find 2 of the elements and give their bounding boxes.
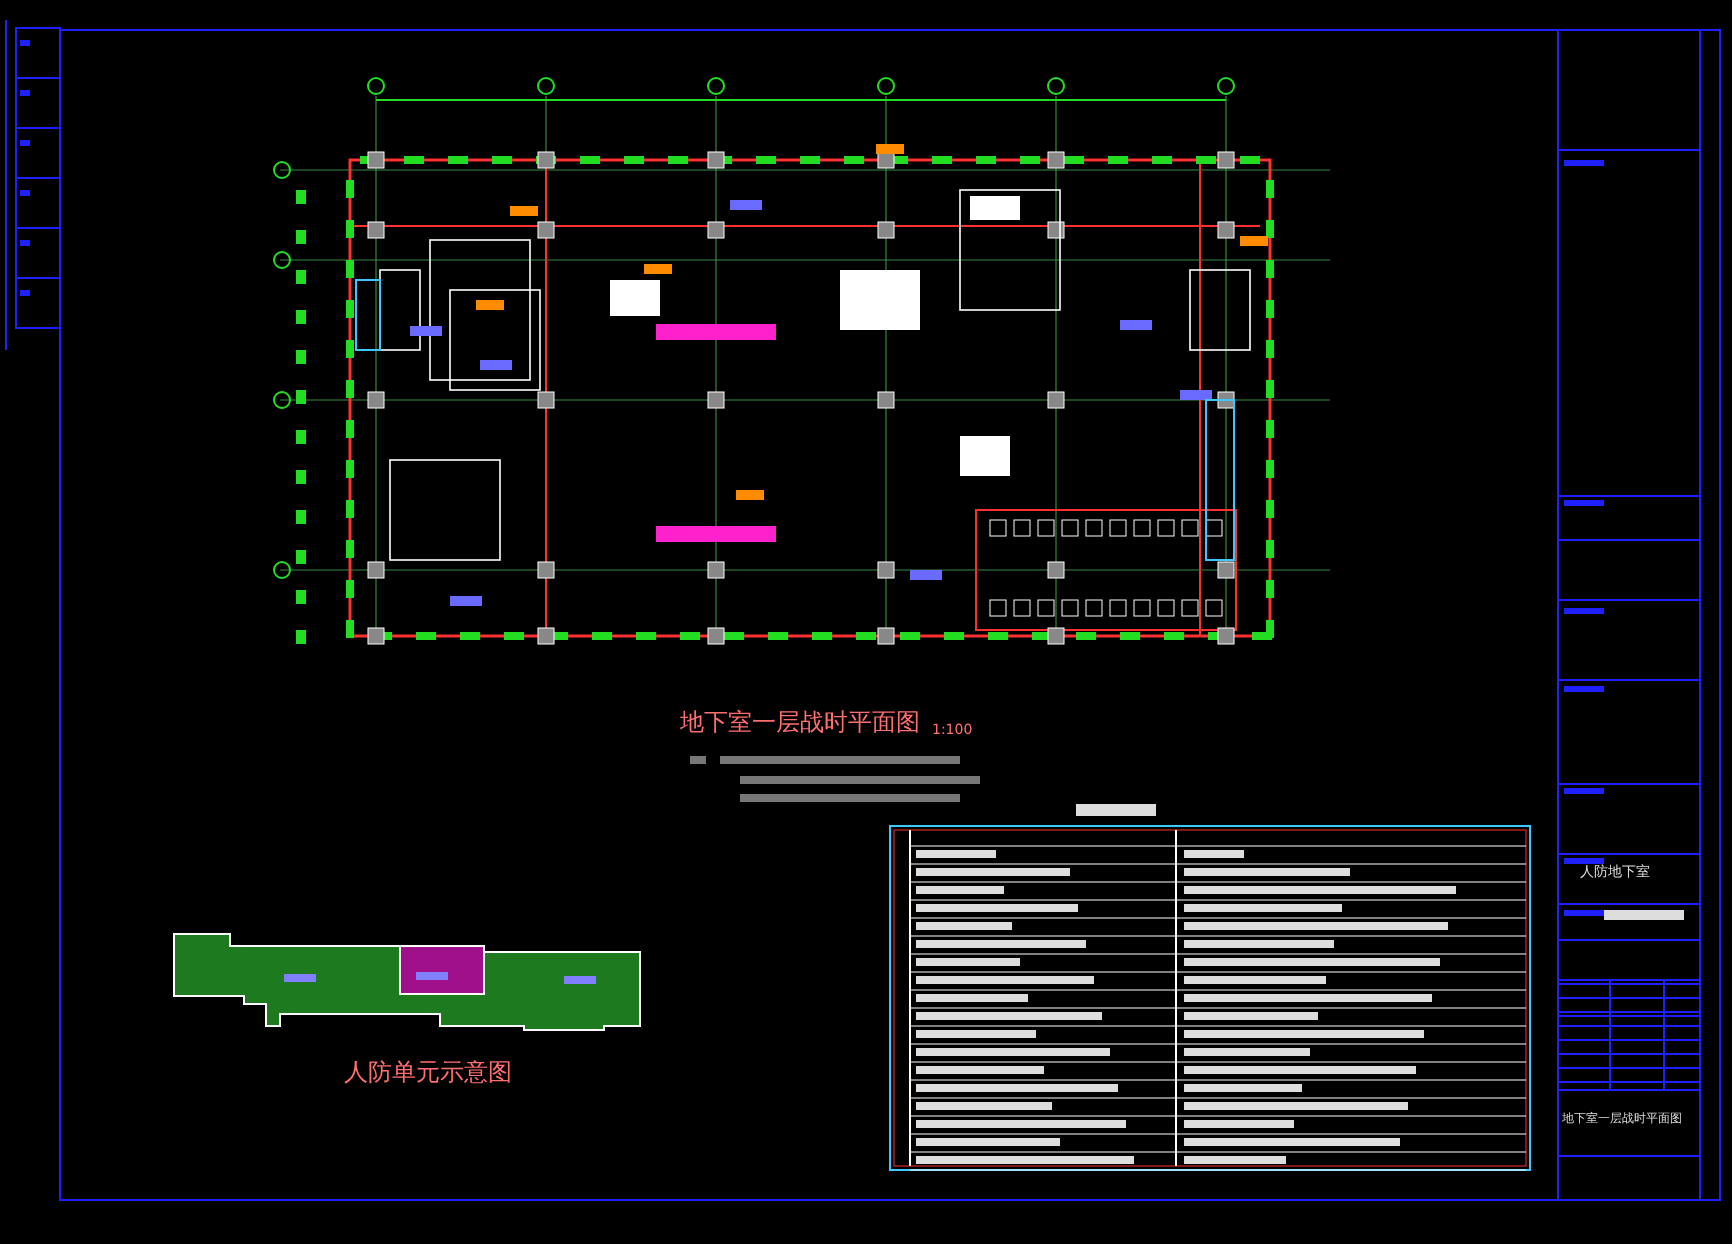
diagram-caption: 人防单元示意图 <box>344 1060 512 1084</box>
drawing-title: 地下室一层战时平面图 <box>680 710 920 734</box>
